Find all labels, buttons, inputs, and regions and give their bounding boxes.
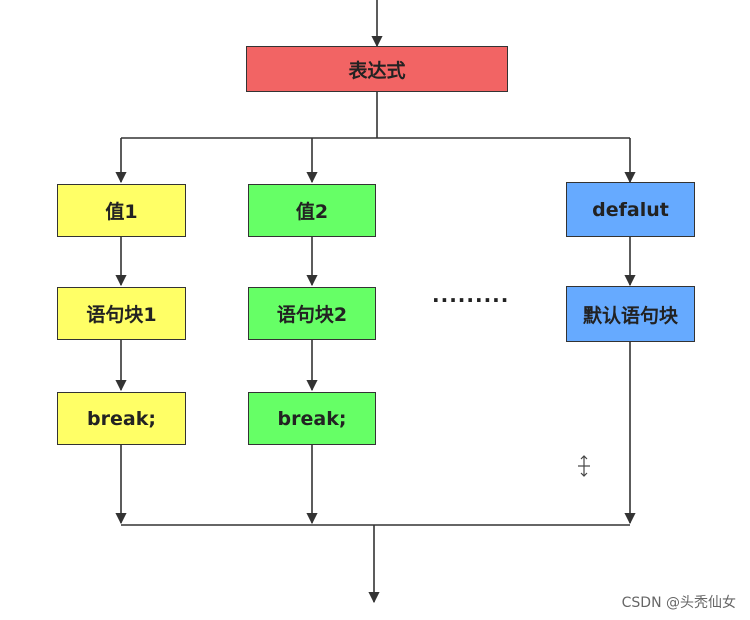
default-block-node: 默认语句块 <box>566 286 695 342</box>
case-value1-node: 值1 <box>57 184 186 237</box>
statement-block2-node: 语句块2 <box>248 287 376 340</box>
expression-node: 表达式 <box>246 46 508 92</box>
break1-node: break; <box>57 392 186 445</box>
csdn-watermark: CSDN @头秃仙女 <box>621 595 736 611</box>
break2-node: break; <box>248 392 376 445</box>
default-case-node: defalut <box>566 182 695 237</box>
move-cursor-icon <box>578 455 590 477</box>
case-value2-node: 值2 <box>248 184 376 237</box>
statement-block1-node: 语句块1 <box>57 287 186 340</box>
more-cases-ellipsis: ········· <box>432 288 510 312</box>
